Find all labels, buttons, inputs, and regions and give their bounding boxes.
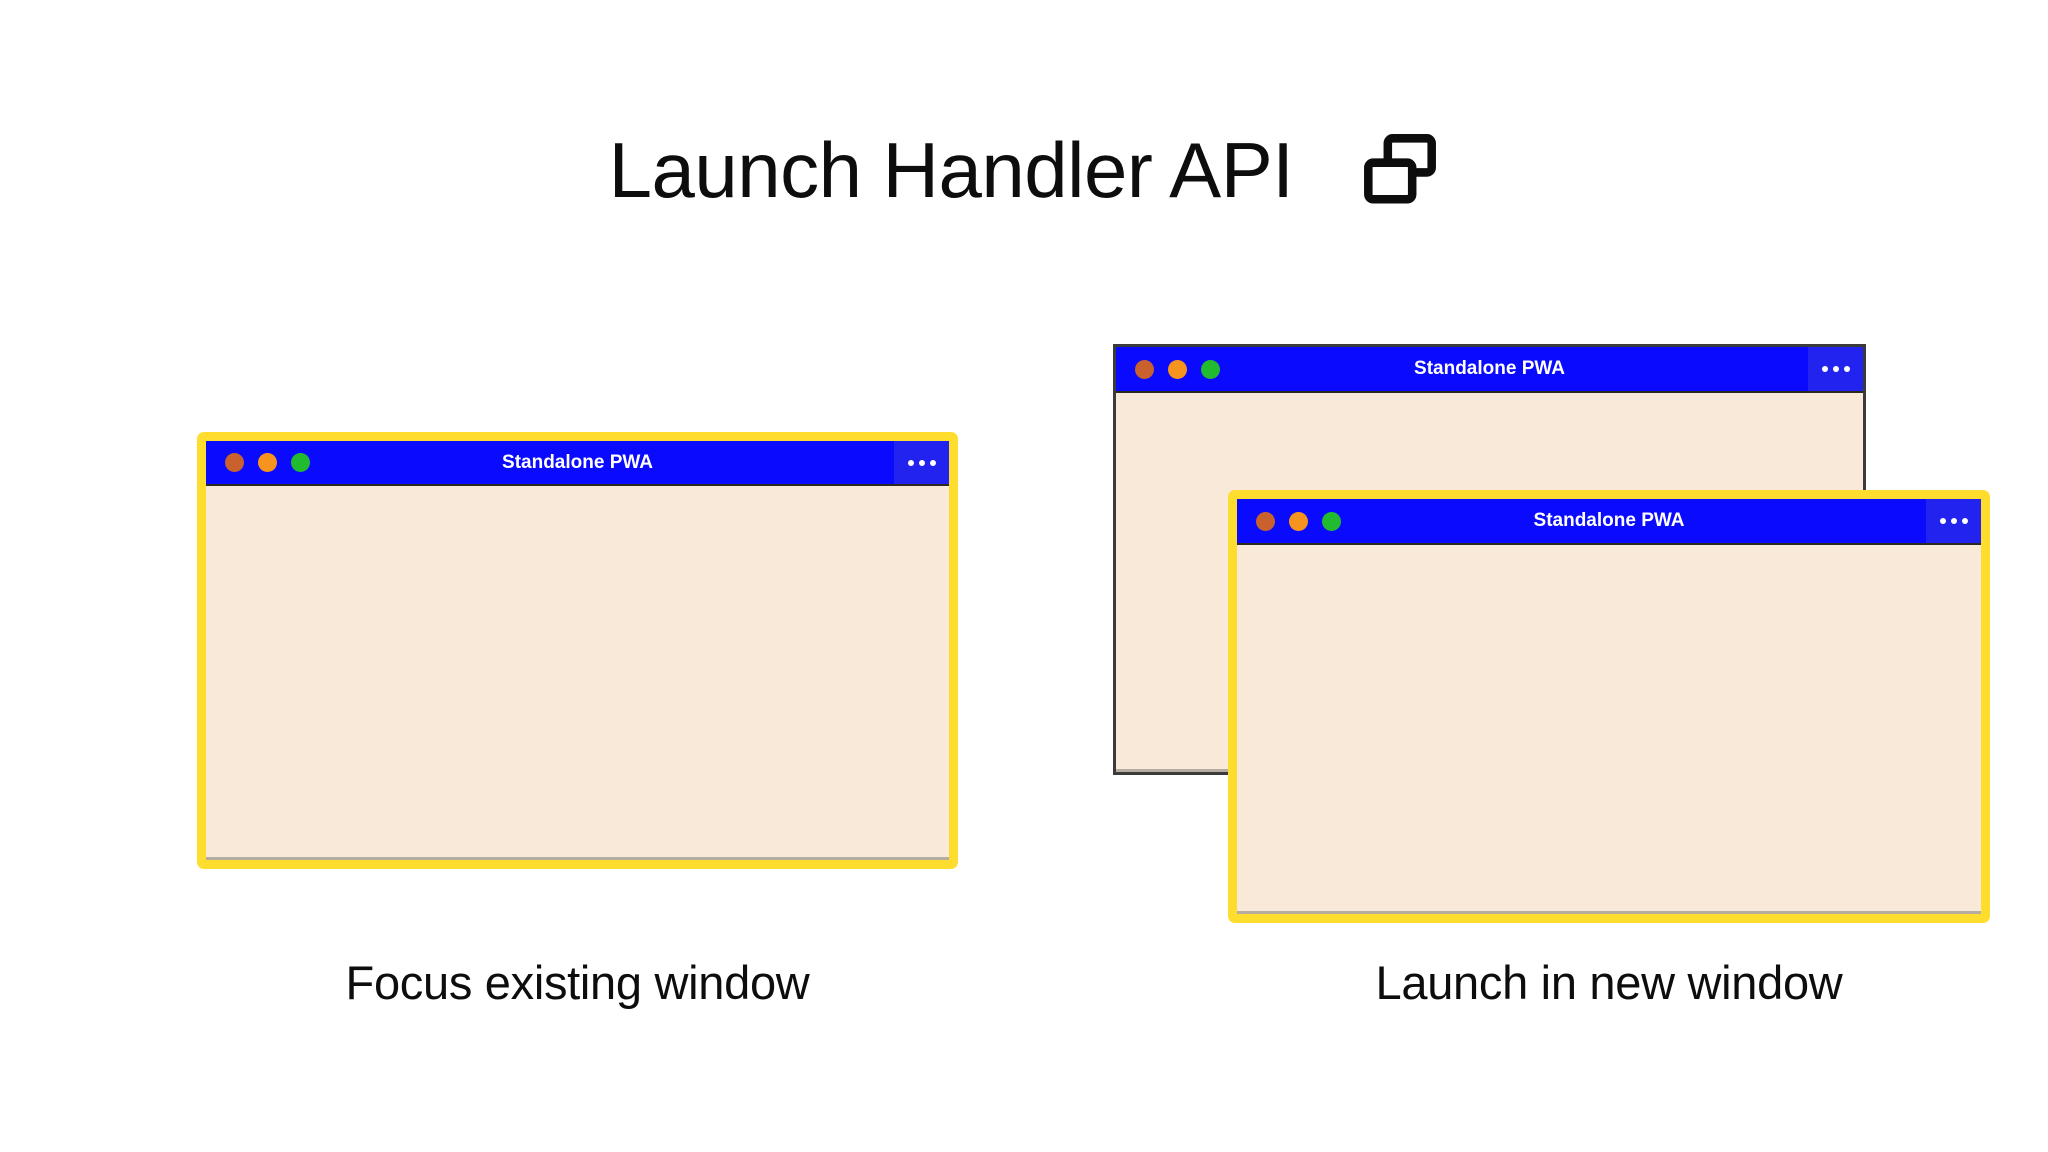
overflow-menu-button[interactable] [894, 441, 949, 484]
menu-dot-icon [1832, 366, 1839, 372]
close-dot-icon[interactable] [1256, 511, 1275, 531]
page-header: Launch Handler API [0, 110, 2048, 230]
overflow-menu-button[interactable] [1926, 499, 1981, 543]
window-content-area [1237, 545, 1981, 914]
window-titlebar[interactable]: Standalone PWA [206, 441, 949, 486]
window-inner: Standalone PWA [1237, 499, 1981, 914]
maximize-dot-icon[interactable] [291, 453, 310, 472]
menu-dot-icon [929, 459, 936, 466]
minimize-dot-icon[interactable] [1168, 359, 1187, 379]
menu-dot-icon [1961, 518, 1968, 524]
window-title: Standalone PWA [1414, 358, 1565, 379]
menu-dot-icon [1843, 366, 1850, 372]
traffic-light-group [1135, 359, 1220, 379]
window-inner: Standalone PWA [206, 441, 949, 860]
window-content-area [206, 486, 949, 860]
window-launch-new-front[interactable]: Standalone PWA [1228, 490, 1990, 923]
maximize-dot-icon[interactable] [1201, 359, 1220, 379]
traffic-light-group [225, 453, 310, 472]
window-titlebar[interactable]: Standalone PWA [1237, 499, 1981, 545]
traffic-light-group [1256, 511, 1341, 531]
two-windows-icon [1364, 134, 1437, 204]
minimize-dot-icon[interactable] [258, 453, 277, 472]
menu-dot-icon [1939, 518, 1946, 524]
menu-dot-icon [918, 459, 925, 466]
close-dot-icon[interactable] [1135, 359, 1154, 379]
page-title: Launch Handler API [608, 126, 1294, 214]
minimize-dot-icon[interactable] [1289, 511, 1308, 531]
menu-dot-icon [1821, 366, 1828, 372]
window-focus-existing[interactable]: Standalone PWA [197, 432, 958, 869]
menu-dot-icon [1950, 518, 1957, 524]
maximize-dot-icon[interactable] [1322, 511, 1341, 531]
caption-launch-in-new-window: Launch in new window [1375, 956, 1843, 1009]
menu-dot-icon [907, 459, 914, 466]
window-title: Standalone PWA [502, 451, 653, 473]
window-title: Standalone PWA [1533, 510, 1685, 531]
window-titlebar[interactable]: Standalone PWA [1116, 347, 1863, 393]
overflow-menu-button[interactable] [1808, 347, 1863, 391]
caption-focus-existing-window: Focus existing window [345, 956, 810, 1009]
close-dot-icon[interactable] [225, 453, 244, 472]
